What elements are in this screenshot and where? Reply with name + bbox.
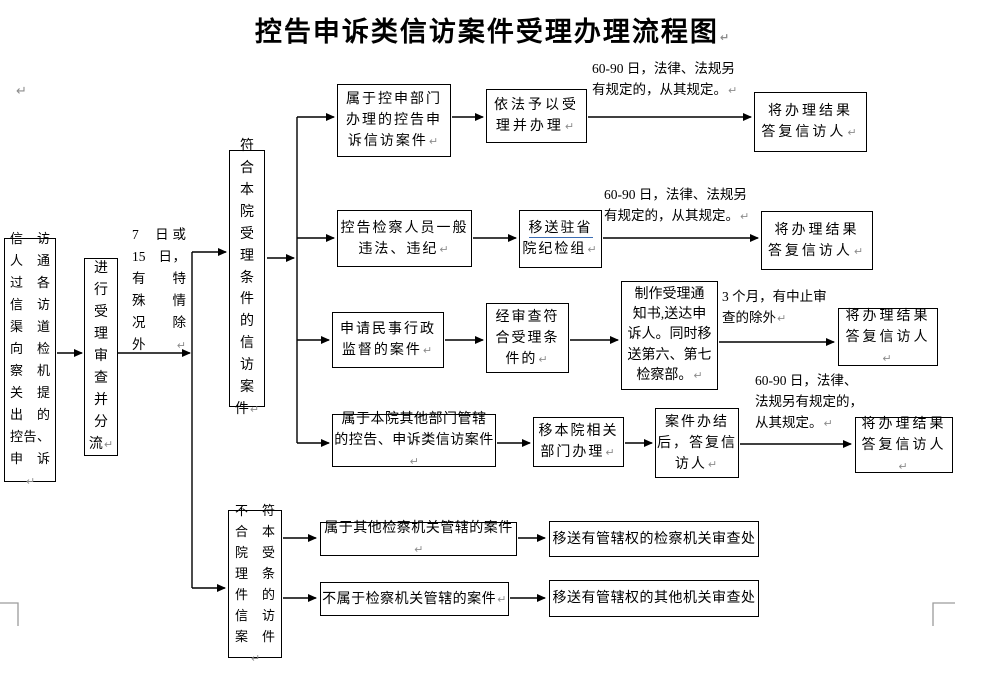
node-unqualified-cases: 不符 合本 院受 理条 件的 信访 案件 ↵ xyxy=(228,503,282,665)
node-label: 将办理结果 答复信访人 xyxy=(761,104,853,140)
paragraph-mark: ↵ xyxy=(497,592,507,606)
paragraph-mark: ↵ xyxy=(823,417,833,430)
node-label: 符 合 本 院 受 理 条 件 的 信 访 案 件 xyxy=(234,139,254,417)
paragraph-mark: ↵ xyxy=(882,351,895,365)
node-label: 经审查符 合受理条 件的 xyxy=(495,309,560,367)
paragraph-mark: ↵ xyxy=(564,120,578,133)
note-row1-60-90-days: 60-90 日，法律、法规另 有规定的，从其规定。↵ xyxy=(592,58,752,101)
paragraph-mark: ↵ xyxy=(409,455,420,468)
node-row1-accept-handle: 依法予以受 理并办理↵ xyxy=(486,89,587,143)
paragraph-mark: ↵ xyxy=(249,402,260,416)
paragraph-mark: ↵ xyxy=(587,243,599,256)
node-row1-result: 将办理结果 答复信访人↵ xyxy=(754,92,867,152)
note-text: 60-90 日，法律、法规另 有规定的，从其规定。 xyxy=(592,61,735,97)
paragraph-mark: ↵ xyxy=(176,339,186,352)
node-row4-closed-reply: 案件办结 后，答复信 访人↵ xyxy=(655,408,739,478)
paragraph-mark: ↵ xyxy=(439,242,451,256)
paragraph-mark: ↵ xyxy=(538,352,550,366)
node-label: 移本院相关 部门办理 xyxy=(538,424,619,460)
note-text: 7 日或 15 日， 有 特 殊 情 况 除 外 xyxy=(132,227,186,352)
node-label: 属于控申部门 办理的控告申 诉信访案件 xyxy=(346,92,442,149)
margin-corner-bottom-right xyxy=(932,602,955,626)
page-title-text: 控告申诉类信访案件受理办理流程图 xyxy=(254,17,719,47)
paragraph-mark: ↵ xyxy=(428,135,441,148)
paragraph-mark: ↵ xyxy=(728,84,738,97)
node-row6-case: 不属于检察机关管辖的案件↵ xyxy=(320,582,509,616)
node-label: 移送有管辖权的其他机关审查处 xyxy=(552,591,756,606)
node-row5-case: 属于其他检察机关管辖的案件 ↵ xyxy=(320,521,517,556)
node-label: 信访 人通 过各 信访 渠道 向检 察机 关提 出的 控告、 申诉 xyxy=(10,230,50,466)
note-row3-3-months: 3 个月，有中止审 查的除外↵ xyxy=(722,286,842,329)
node-row4-result: 将办理结果 答复信访人 ↵ xyxy=(855,417,953,473)
node-row2-transfer-discipline: 移送驻省院纪检组↵ xyxy=(519,210,602,268)
node-row3-case: 申请民事行政 监督的案件↵ xyxy=(332,312,444,368)
paragraph-mark: ↵ xyxy=(719,31,732,44)
node-label: 不属于检察机关管辖的案件 xyxy=(322,591,497,607)
note-text: 60-90 日，法律、 法规另有规定的， 从其规定。 xyxy=(755,373,863,430)
node-row4-case: 属于本院其他部门管辖 的控告、申诉类信访案件 ↵ xyxy=(332,412,496,468)
node-row5-result: 移送有管辖权的检察机关审查处 xyxy=(549,521,759,557)
paragraph-mark: ↵ xyxy=(898,459,911,473)
paragraph-mark: ↵ xyxy=(16,84,27,99)
node-triage-review: 进 行 受 理 审 查 并 分 流↵ xyxy=(84,258,118,456)
node-label: 依法予以受 理并办理 xyxy=(494,98,579,134)
note-text: 60-90 日，法律、法规另 有规定的，从其规定。 xyxy=(604,187,747,223)
paragraph-mark: ↵ xyxy=(605,446,617,459)
node-row3-notice-transfer: 制作受理通 知书,送达申 诉人。同时移 送第六、第七 检察部。↵ xyxy=(621,281,718,390)
node-qualified-cases: 符 合 本 院 受 理 条 件 的 信 访 案 件↵ xyxy=(229,139,265,417)
paragraph-mark: ↵ xyxy=(693,368,703,382)
node-label: 案件办结 后，答复信 访人 xyxy=(657,414,737,472)
node-label: 不符 合本 院受 理条 件的 信访 案件 xyxy=(235,502,275,644)
page-title: 控告申诉类信访案件受理办理流程图↵ xyxy=(0,10,986,49)
node-row4-transfer-dept: 移本院相关 部门办理↵ xyxy=(533,417,624,467)
paragraph-mark: ↵ xyxy=(707,457,720,471)
node-label: 将办理结果 答复信访人 xyxy=(861,416,947,453)
paragraph-mark: ↵ xyxy=(25,474,36,488)
paragraph-mark: ↵ xyxy=(422,344,435,357)
node-row2-result: 将办理结果 答复信访人↵ xyxy=(761,211,873,270)
node-row3-review-qualified: 经审查符 合受理条 件的↵ xyxy=(486,303,569,373)
paragraph-mark: ↵ xyxy=(740,210,750,223)
paragraph-mark: ↵ xyxy=(103,437,114,451)
note-7-15-days: 7 日或 15 日， 有 特 殊 情 况 除 外↵ xyxy=(132,224,186,357)
paragraph-mark: ↵ xyxy=(414,543,424,556)
note-row2-60-90-days: 60-90 日，法律、法规另 有规定的，从其规定。↵ xyxy=(604,184,764,227)
node-source-petitions: 信访 人通 过各 信访 渠道 向检 察机 关提 出的 控告、 申诉 ↵ xyxy=(4,231,56,488)
paragraph-mark: ↵ xyxy=(853,244,867,258)
node-row1-case: 属于控申部门 办理的控告申 诉信访案件↵ xyxy=(337,84,451,157)
node-label: 属于本院其他部门管辖 的控告、申诉类信访案件 xyxy=(334,412,494,448)
note-text: 3 个月，有中止审 查的除外 xyxy=(722,289,827,325)
paragraph-mark: ↵ xyxy=(847,126,860,139)
node-label: 申请民事行政 监督的案件 xyxy=(340,322,436,358)
node-label: 院纪检组 xyxy=(522,242,587,257)
node-row3-result: 将办理结果 答复信访人 ↵ xyxy=(838,308,938,366)
paragraph-mark: ↵ xyxy=(777,312,787,325)
node-label-underlined: 移送驻省 xyxy=(528,221,593,238)
node-label: 移送有管辖权的检察机关审查处 xyxy=(552,531,756,547)
paragraph-mark: ↵ xyxy=(250,651,261,665)
node-label: 将办理结果 答复信访人 xyxy=(767,222,860,259)
node-label: 属于其他检察机关管辖的案件 xyxy=(324,521,513,536)
note-row4-60-90-days: 60-90 日，法律、 法规另有规定的， 从其规定。↵ xyxy=(755,370,885,434)
node-label: 制作受理通 知书,送达申 诉人。同时移 送第六、第七 检察部。 xyxy=(627,286,712,383)
margin-corner-bottom-left xyxy=(0,602,19,626)
node-label: 进 行 受 理 审 查 并 分 流 xyxy=(88,261,108,452)
node-label: 将办理结果 答复信访人 xyxy=(845,308,931,345)
node-row6-result: 移送有管辖权的其他机关审查处 xyxy=(549,580,759,617)
node-row2-case: 控告检察人员一般 违法、违纪↵ xyxy=(337,210,472,267)
node-label: 控告检察人员一般 违法、违纪 xyxy=(340,220,469,257)
